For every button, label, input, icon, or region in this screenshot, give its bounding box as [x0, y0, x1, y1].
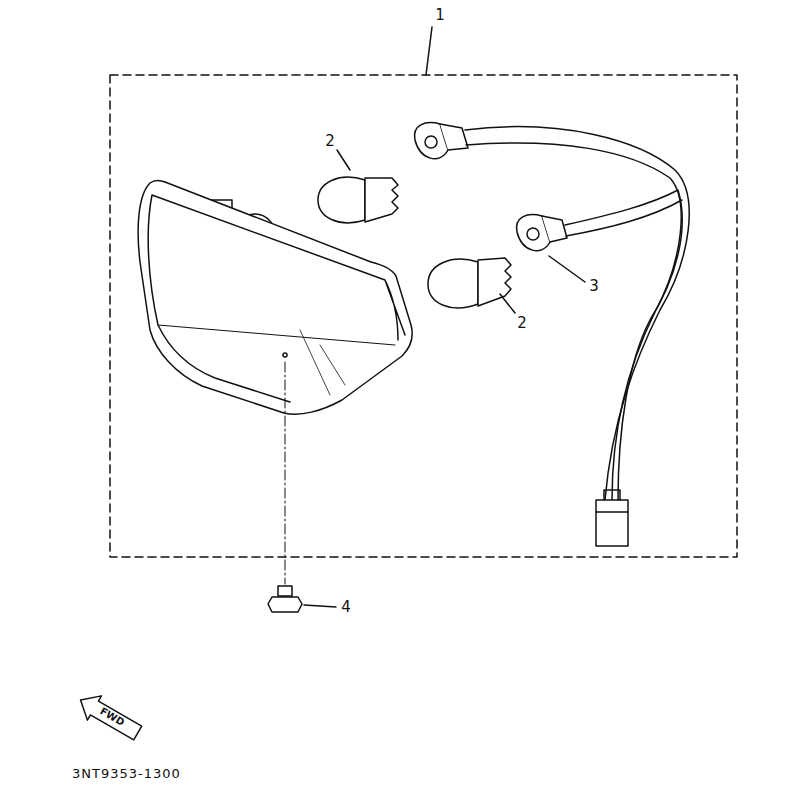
callout-number: 1 — [435, 8, 445, 23]
bulb-holder — [440, 124, 468, 150]
lens-edge — [158, 325, 395, 345]
center-line — [285, 362, 286, 584]
bulb-base — [478, 258, 511, 306]
bolt-head — [268, 597, 302, 612]
bulb-glass — [318, 177, 365, 223]
diagram-code: 3NT9353-1300 — [72, 767, 181, 780]
leader-line — [549, 256, 585, 282]
bulb-holder — [527, 228, 539, 240]
callout-number: 4 — [341, 600, 351, 615]
screw-hole — [283, 353, 287, 357]
callout-number: 2 — [325, 134, 335, 149]
bolt-shank — [278, 586, 292, 596]
leader-line — [426, 27, 432, 75]
forward-arrow — [74, 688, 145, 745]
leader-line — [500, 294, 515, 313]
leader-line — [337, 150, 350, 170]
lens-edge — [148, 195, 405, 402]
leader-line — [304, 605, 336, 607]
callout-number: 3 — [589, 279, 599, 294]
callout-number: 2 — [517, 316, 527, 331]
wire-connector — [596, 490, 628, 512]
wire — [565, 190, 682, 500]
bulb-glass — [428, 259, 478, 308]
bulb-holder — [542, 216, 567, 242]
bulb-base — [365, 178, 398, 222]
wire — [566, 200, 682, 236]
wire — [465, 127, 689, 500]
assembly-boundary — [110, 75, 737, 557]
lens-reflection — [300, 330, 345, 395]
wire-connector — [596, 500, 628, 546]
bulb-holder — [425, 136, 437, 148]
